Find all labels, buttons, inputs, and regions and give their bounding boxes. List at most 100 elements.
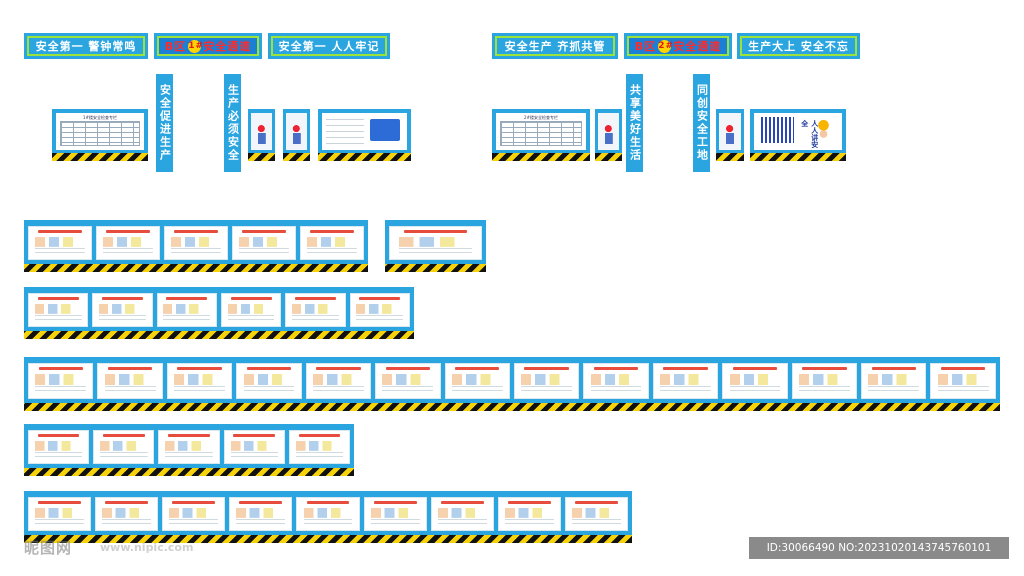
board-panel — [162, 497, 226, 531]
board-panel — [497, 497, 561, 531]
vertical-slogan-1: 安全促进生产 — [156, 74, 173, 172]
safety-sign-3 — [595, 109, 622, 161]
board-panel — [92, 293, 153, 327]
slogan-text: 生产大上 安全不忘 — [740, 36, 857, 56]
inspection-table-grid — [500, 121, 582, 146]
poster-illustration — [761, 117, 795, 144]
inspection-table-board-1: 1#楼安全检查专栏 — [52, 109, 148, 161]
board-panel — [229, 497, 293, 531]
safety-poster-board-2: 人人讲安全 — [750, 109, 846, 161]
slogan-text: 安全生产 齐抓共管 — [495, 36, 615, 56]
board-panel — [28, 363, 94, 399]
display-board-row-2 — [24, 287, 414, 339]
hazard-stripe — [492, 153, 590, 161]
hazard-stripe — [24, 468, 354, 476]
safety-sign-1 — [248, 109, 275, 161]
hazard-stripe — [24, 403, 1000, 411]
passage-label: 安全通道 — [673, 40, 722, 53]
passage-label: 安全通道 — [203, 40, 252, 53]
display-board-row-1a — [24, 220, 368, 272]
safety-sign-image — [598, 113, 619, 150]
hazard-stripe — [385, 264, 486, 272]
safety-sign-image — [286, 113, 307, 150]
passage-banner-2: B区 2# 安全通道 — [624, 33, 732, 59]
board-panel — [220, 293, 282, 327]
board-panel — [164, 226, 228, 260]
board-panel — [564, 497, 628, 531]
worker-illustration — [810, 118, 837, 145]
board-panel — [166, 363, 233, 399]
board-panel — [444, 363, 510, 399]
board-panel — [223, 430, 285, 464]
slogan-text: 安全第一 人人牢记 — [271, 36, 387, 56]
hazard-stripe — [318, 153, 411, 161]
vertical-slogan-3: 共享美好生活 — [626, 74, 643, 172]
image-id-bar: ID:30066490 NO:20231020143745760101 — [749, 537, 1009, 559]
board-panel — [375, 363, 441, 399]
board-panel — [430, 497, 494, 531]
passage-banner-1: B区 1# 安全通道 — [154, 33, 262, 59]
board-panel — [285, 293, 346, 327]
hazard-stripe — [283, 153, 310, 161]
zone-label: B区 — [634, 40, 657, 53]
board-panel — [28, 430, 90, 464]
inspection-table-board-2: 2#楼安全检查专栏 — [492, 109, 590, 161]
board-panel — [158, 430, 220, 464]
hazard-stripe — [52, 153, 148, 161]
hazard-stripe — [248, 153, 275, 161]
board-panel — [513, 363, 580, 399]
safety-sign-image — [251, 113, 272, 150]
hazard-stripe — [24, 535, 632, 543]
board-panel — [95, 497, 159, 531]
board-panel — [97, 363, 163, 399]
inspection-table-grid — [60, 121, 140, 146]
board-panel — [791, 363, 858, 399]
slogan-text: 安全第一 警钟常鸣 — [27, 36, 145, 56]
safety-poster-board-1 — [318, 109, 411, 161]
hazard-stripe — [595, 153, 622, 161]
board-panel — [583, 363, 649, 399]
board-panel — [349, 293, 410, 327]
watermark-logo: 昵图网 — [24, 539, 73, 557]
board-panel — [389, 226, 482, 260]
hazard-stripe — [24, 264, 368, 272]
passage-number-badge: 1# — [188, 39, 204, 53]
display-board-row-4 — [24, 424, 354, 476]
slogan-banner-2: 安全第一 人人牢记 — [268, 33, 390, 59]
board-panel — [156, 293, 217, 327]
board-panel — [300, 226, 364, 260]
board-panel — [652, 363, 719, 399]
poster-illustration — [370, 118, 401, 141]
display-board-row-5 — [24, 491, 632, 543]
slogan-banner-3: 安全生产 齐抓共管 — [492, 33, 618, 59]
board-panel — [288, 430, 351, 464]
board-panel — [28, 226, 92, 260]
board-panel — [296, 497, 360, 531]
hazard-stripe — [750, 153, 846, 161]
board-panel — [930, 363, 996, 399]
hazard-stripe — [24, 331, 414, 339]
board-panel — [96, 226, 160, 260]
board-panel — [28, 497, 92, 531]
board-panel — [363, 497, 427, 531]
vertical-slogan-4: 同创安全工地 — [693, 74, 710, 172]
safety-sign-2 — [283, 109, 310, 161]
display-board-row-3 — [24, 357, 1000, 411]
board-panel — [305, 363, 372, 399]
board-panel — [236, 363, 302, 399]
slogan-banner-1: 安全第一 警钟常鸣 — [24, 33, 148, 59]
inspection-table-title: 1#楼安全检查专栏 — [83, 115, 117, 120]
watermark-url: www.nipic.com — [100, 541, 194, 554]
safety-sign-image — [719, 113, 741, 150]
inspection-table-title: 2#楼安全检查专栏 — [524, 115, 558, 120]
passage-number-badge: 2# — [658, 39, 674, 53]
board-panel — [861, 363, 927, 399]
zone-label: B区 — [164, 40, 187, 53]
slogan-banner-4: 生产大上 安全不忘 — [737, 33, 860, 59]
display-board-row-1b — [385, 220, 486, 272]
vertical-slogan-2: 生产必须安全 — [224, 74, 241, 172]
board-panel — [93, 430, 155, 464]
safety-sign-4 — [716, 109, 744, 161]
hazard-stripe — [716, 153, 744, 161]
board-panel — [232, 226, 296, 260]
